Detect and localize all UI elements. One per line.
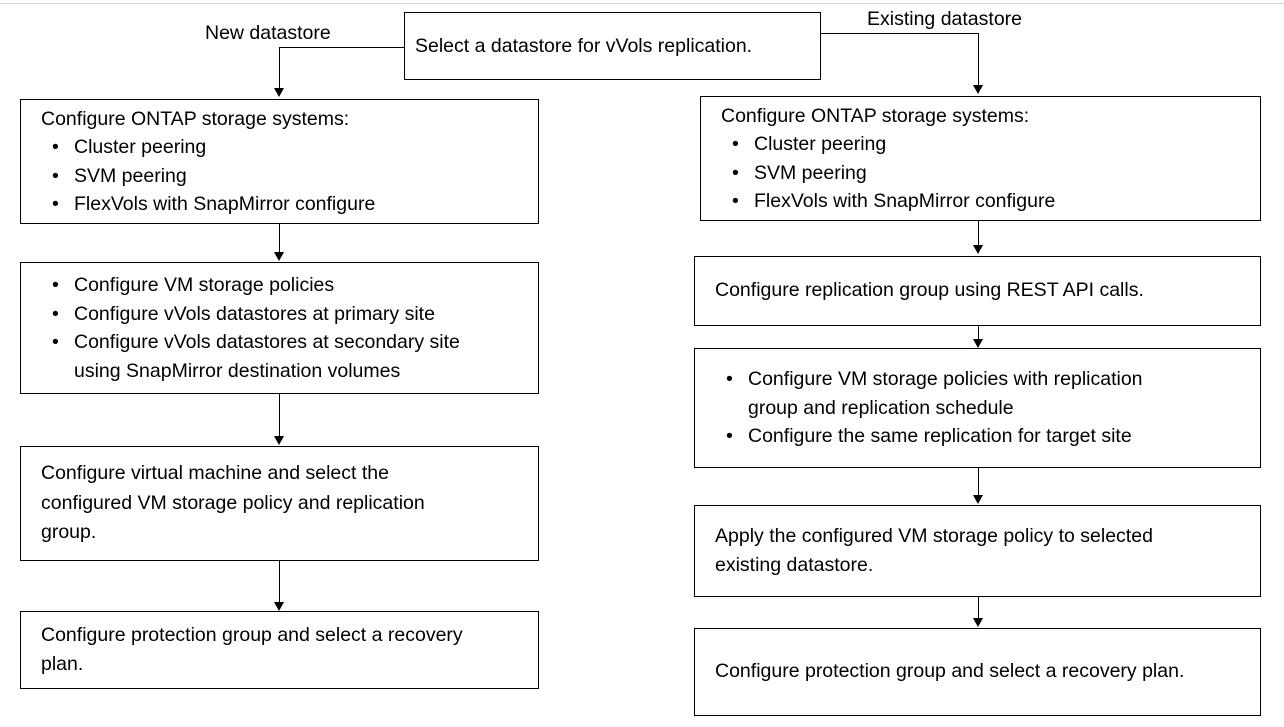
bullet-glyph: • [52, 164, 59, 187]
arrowhead-right-2-to-3 [973, 339, 984, 348]
arrowhead-decision-to-left [274, 88, 285, 97]
connector-decision-to-left-vertical [279, 47, 281, 91]
bullet-glyph: • [52, 193, 59, 215]
node-right-protection-group-text: Configure protection group and select a … [705, 657, 1250, 687]
edge-label-new-datastore: New datastore [205, 22, 331, 44]
bullet-glyph: • [726, 368, 733, 391]
decision-box-content: Select a datastore for vVols replication… [405, 32, 820, 61]
bullet-continuation-text: group and replication schedule [748, 396, 1014, 419]
bullet-item: • FlexVols with SnapMirror configure [711, 187, 1250, 216]
connector-decision-to-right-vertical [978, 33, 980, 88]
connector-decision-to-left-horizontal [279, 47, 405, 49]
node-left-protection-group-content: Configure protection group and select a … [21, 621, 538, 680]
node-right-apply-policy-content: Apply the configured VM storage policy t… [695, 522, 1260, 581]
bullet-text: SVM peering [74, 164, 187, 187]
bullet-item: • SVM peering [711, 159, 1250, 188]
node-right-apply-policy: Apply the configured VM storage policy t… [694, 505, 1261, 597]
bullet-item: • SVM peering [31, 162, 528, 191]
node-right-protection-group: Configure protection group and select a … [694, 628, 1261, 716]
decision-box-select-datastore: Select a datastore for vVols replication… [404, 12, 821, 80]
bullet-glyph: • [52, 331, 59, 353]
bullet-text: Configure VM storage policies [74, 274, 335, 296]
node-left-protection-group-text: Configure protection group and select a … [31, 621, 528, 680]
bullet-item: • Cluster peering [711, 130, 1250, 159]
node-left-protection-group: Configure protection group and select a … [20, 611, 539, 689]
node-left-configure-ontap-content: Configure ONTAP storage systems: • Clust… [21, 105, 538, 219]
bullet-text: Configure vVols datastores at secondary … [74, 331, 460, 353]
arrowhead-right-4-to-5 [973, 618, 984, 627]
bullet-continuation-text: using SnapMirror destination volumes [74, 359, 401, 382]
text-line: Configure protection group and select a … [715, 660, 1185, 683]
arrowhead-left-2-to-3 [274, 436, 285, 445]
bullet-glyph: • [52, 136, 59, 158]
bullet-glyph: • [52, 302, 59, 325]
arrowhead-decision-to-right [973, 85, 984, 94]
text-line: group. [41, 521, 97, 544]
text-line: existing datastore. [715, 554, 874, 576]
decision-box-text: Select a datastore for vVols replication… [415, 34, 753, 57]
bullet-item: • FlexVols with SnapMirror configure [31, 190, 528, 219]
bullet-item: • Cluster peering [31, 133, 528, 162]
node-left-configure-ontap: Configure ONTAP storage systems: • Clust… [20, 99, 539, 224]
text-line: Configure protection group and select a … [41, 623, 463, 646]
bullet-glyph: • [732, 161, 739, 184]
node-left-configure-policies: • Configure VM storage policies • Config… [20, 262, 539, 394]
bullet-item: • Configure vVols datastores at primary … [31, 300, 528, 329]
bullet-text: Configure VM storage policies with repli… [748, 368, 1143, 391]
node-left-configure-vm: Configure virtual machine and select the… [20, 446, 539, 561]
node-right-replication-group: Configure replication group using REST A… [694, 256, 1261, 326]
bullet-glyph: • [726, 425, 733, 448]
node-right-configure-ontap-content: Configure ONTAP storage systems: • Clust… [701, 102, 1260, 216]
arrowhead-right-1-to-2 [973, 245, 984, 254]
top-divider-rule [0, 3, 1284, 4]
connector-decision-to-right-horizontal [820, 33, 979, 35]
bullet-text: FlexVols with SnapMirror configure [754, 190, 1056, 212]
text-line: configured VM storage policy and replica… [41, 491, 425, 514]
node-left-configure-ontap-heading: Configure ONTAP storage systems: [41, 107, 350, 130]
bullet-item: • Configure VM storage policies [31, 271, 528, 300]
connector-right-2-to-3 [978, 326, 980, 342]
node-left-configure-vm-content: Configure virtual machine and select the… [21, 459, 538, 548]
node-right-replication-group-text: Configure replication group using REST A… [705, 276, 1250, 306]
text-line: Apply the configured VM storage policy t… [715, 524, 1153, 547]
node-right-configure-ontap-bullets: • Cluster peering • SVM peering • FlexVo… [711, 130, 1250, 216]
connector-right-1-to-2 [978, 221, 980, 248]
bullet-glyph: • [732, 190, 739, 212]
node-right-configure-ontap-heading: Configure ONTAP storage systems: [721, 104, 1030, 127]
bullet-text: Cluster peering [74, 136, 207, 158]
bullet-text: SVM peering [754, 161, 867, 184]
text-line: Configure replication group using REST A… [715, 279, 1144, 302]
node-left-configure-vm-text: Configure virtual machine and select the… [31, 459, 528, 548]
node-right-vm-policies: • Configure VM storage policies with rep… [694, 348, 1261, 468]
node-right-vm-policies-content: • Configure VM storage policies with rep… [695, 365, 1260, 451]
bullet-item: • Configure the same replication for tar… [705, 422, 1250, 451]
bullet-text: Cluster peering [754, 133, 887, 155]
connector-left-2-to-3 [279, 394, 281, 440]
bullet-item: • Configure vVols datastores at secondar… [31, 328, 528, 385]
connector-left-1-to-2 [279, 224, 281, 255]
bullet-glyph: • [732, 133, 739, 155]
bullet-text: FlexVols with SnapMirror configure [74, 193, 376, 215]
bullet-item: • Configure VM storage policies with rep… [705, 365, 1250, 422]
bullet-text: Configure vVols datastores at primary si… [74, 302, 435, 325]
connector-right-3-to-4 [978, 468, 980, 498]
node-right-configure-ontap: Configure ONTAP storage systems: • Clust… [700, 96, 1261, 221]
node-right-protection-group-content: Configure protection group and select a … [695, 657, 1260, 687]
node-left-configure-policies-bullets: • Configure VM storage policies • Config… [31, 271, 528, 385]
node-right-apply-policy-text: Apply the configured VM storage policy t… [705, 522, 1250, 581]
edge-label-existing-datastore: Existing datastore [867, 8, 1023, 30]
bullet-text: Configure the same replication for targe… [748, 425, 1132, 448]
arrowhead-left-1-to-2 [274, 252, 285, 261]
bullet-glyph: • [52, 274, 59, 296]
node-left-configure-ontap-bullets: • Cluster peering • SVM peering • FlexVo… [31, 133, 528, 219]
text-line: Configure virtual machine and select the [41, 462, 389, 485]
connector-right-4-to-5 [978, 597, 980, 621]
node-left-configure-policies-content: • Configure VM storage policies • Config… [21, 271, 538, 385]
connector-left-3-to-4 [279, 561, 281, 606]
arrowhead-right-3-to-4 [973, 495, 984, 504]
arrowhead-left-3-to-4 [274, 602, 285, 611]
node-right-replication-group-content: Configure replication group using REST A… [695, 276, 1260, 306]
node-right-vm-policies-bullets: • Configure VM storage policies with rep… [705, 365, 1250, 451]
text-line: plan. [41, 653, 84, 675]
